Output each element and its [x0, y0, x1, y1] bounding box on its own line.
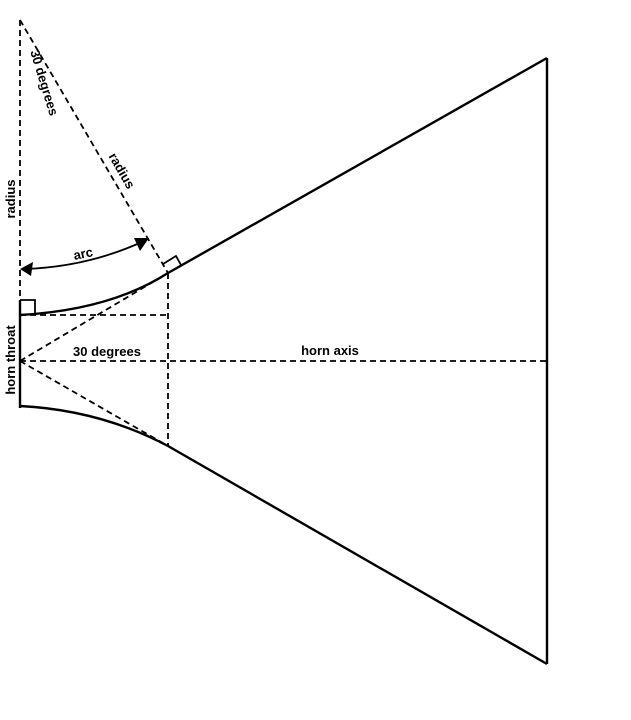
arc-curve [23, 240, 145, 270]
radius-vertical-label: radius [3, 179, 18, 218]
arc-label: arc [72, 244, 94, 263]
horn-lower-straight-wall [167, 444, 548, 666]
angle-center-label: 30 degrees [73, 344, 141, 359]
upper-angle-line [19, 272, 169, 362]
slanted-radius-line [19, 19, 169, 274]
radius-slanted-label: radius [106, 150, 138, 191]
labels: radius radius 30 degrees arc 30 degrees … [3, 48, 359, 395]
construction-lines [19, 19, 547, 447]
horn-axis-label: horn axis [301, 343, 359, 358]
arc-indicator [20, 238, 149, 276]
horn-lower-flare-curve [19, 404, 169, 448]
right-angle-marker-throat [20, 299, 36, 315]
horn-outline [18, 56, 549, 666]
horn-upper-straight-wall [167, 56, 548, 275]
right-angle-marker-tangent [162, 254, 182, 266]
horn-throat-label: horn throat [3, 325, 18, 395]
horn-upper-flare-curve [19, 271, 169, 317]
right-angle-markers [20, 254, 182, 315]
lower-angle-line [19, 360, 169, 447]
arc-arrowhead-left [20, 262, 33, 276]
arc-arrowhead-right [134, 238, 149, 251]
